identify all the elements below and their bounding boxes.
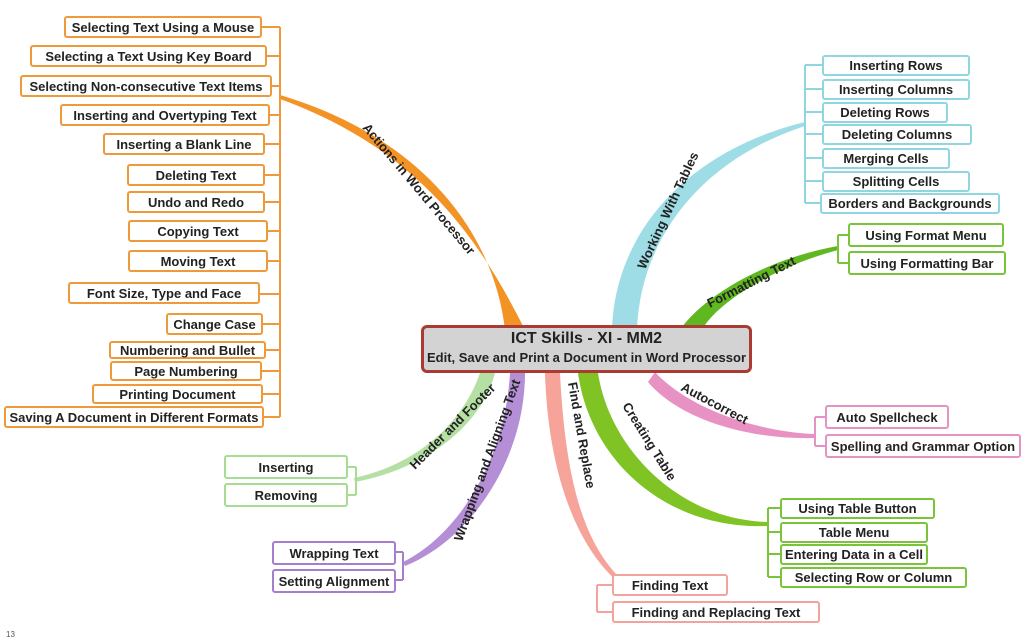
leaf-borders-backgrounds: Borders and Backgrounds <box>820 193 1000 214</box>
branch-find-replace-ribbon <box>545 373 622 583</box>
branch-wrapping-ribbon <box>403 373 525 566</box>
leaf-wrapping-text: Wrapping Text <box>272 541 396 565</box>
leaf-non-consecutive-text: Selecting Non-consecutive Text Items <box>20 75 272 97</box>
leaf-using-format-menu: Using Format Menu <box>848 223 1004 247</box>
leaf-splitting-cells: Splitting Cells <box>822 171 970 192</box>
leaf-using-table-button: Using Table Button <box>780 498 935 519</box>
bracket-format <box>837 234 848 264</box>
leaf-copying-text: Copying Text <box>128 220 268 242</box>
branch-format-ribbon <box>680 246 838 330</box>
leaf-finding-text: Finding Text <box>612 574 728 596</box>
leaf-undo-redo: Undo and Redo <box>127 191 265 213</box>
leaf-auto-spellcheck: Auto Spellcheck <box>825 405 949 429</box>
leaf-inserting-rows: Inserting Rows <box>822 55 970 76</box>
leaf-entering-data-cell: Entering Data in a Cell <box>780 544 928 565</box>
leaf-table-menu: Table Menu <box>780 522 928 543</box>
bracket-auto <box>814 416 825 447</box>
leaf-finding-replacing-text: Finding and Replacing Text <box>612 601 820 623</box>
leaf-inserting-columns: Inserting Columns <box>822 79 970 100</box>
central-topic: ICT Skills - XI - MM2 Edit, Save and Pri… <box>421 325 752 373</box>
leaf-header-removing: Removing <box>224 483 348 507</box>
bracket-create <box>767 507 780 578</box>
leaf-selecting-row-column: Selecting Row or Column <box>780 567 967 588</box>
leaf-header-inserting: Inserting <box>224 455 348 479</box>
bracket-header <box>348 466 357 496</box>
leaf-saving-document-formats: Saving A Document in Different Formats <box>4 406 264 428</box>
leaf-page-numbering: Page Numbering <box>110 361 262 381</box>
branch-label-actions: Actions in Word Processor <box>360 120 479 257</box>
central-title: ICT Skills - XI - MM2 <box>510 330 663 347</box>
leaf-numbering-bullet: Numbering and Bullet <box>109 341 266 359</box>
branch-create-table-ribbon <box>578 373 768 527</box>
leaf-printing-document: Printing Document <box>92 384 263 404</box>
leaf-deleting-columns: Deleting Columns <box>822 124 972 145</box>
bracket-find <box>596 584 612 613</box>
leaf-moving-text: Moving Text <box>128 250 268 272</box>
leaf-spelling-grammar-option: Spelling and Grammar Option <box>825 434 1021 458</box>
branch-header-footer-ribbon <box>354 373 495 482</box>
leaf-inserting-overtyping: Inserting and Overtyping Text <box>60 104 270 126</box>
leaf-selecting-text-mouse: Selecting Text Using a Mouse <box>64 16 262 38</box>
bracket-actions <box>260 26 281 418</box>
leaf-deleting-text: Deleting Text <box>127 164 265 186</box>
branch-autocorrect-ribbon <box>648 372 815 439</box>
branch-actions-ribbon <box>280 95 525 330</box>
leaf-inserting-blank-line: Inserting a Blank Line <box>103 133 265 155</box>
central-subtitle: Edit, Save and Print a Document in Word … <box>426 350 747 365</box>
branch-label-format: Formatting Text <box>705 253 799 311</box>
leaf-font-size-type-face: Font Size, Type and Face <box>68 282 260 304</box>
leaf-using-formatting-bar: Using Formatting Bar <box>848 251 1006 275</box>
leaf-merging-cells: Merging Cells <box>822 148 950 169</box>
bracket-wrap <box>396 551 404 581</box>
page-number: 13 <box>6 630 15 639</box>
leaf-deleting-rows: Deleting Rows <box>822 102 948 123</box>
branch-tables-ribbon <box>612 122 805 330</box>
leaf-selecting-text-keyboard: Selecting a Text Using Key Board <box>30 45 267 67</box>
bracket-tables <box>804 64 822 204</box>
leaf-setting-alignment: Setting Alignment <box>272 569 396 593</box>
leaf-change-case: Change Case <box>166 313 263 335</box>
branch-label-tables: Working With Tables <box>634 150 701 272</box>
